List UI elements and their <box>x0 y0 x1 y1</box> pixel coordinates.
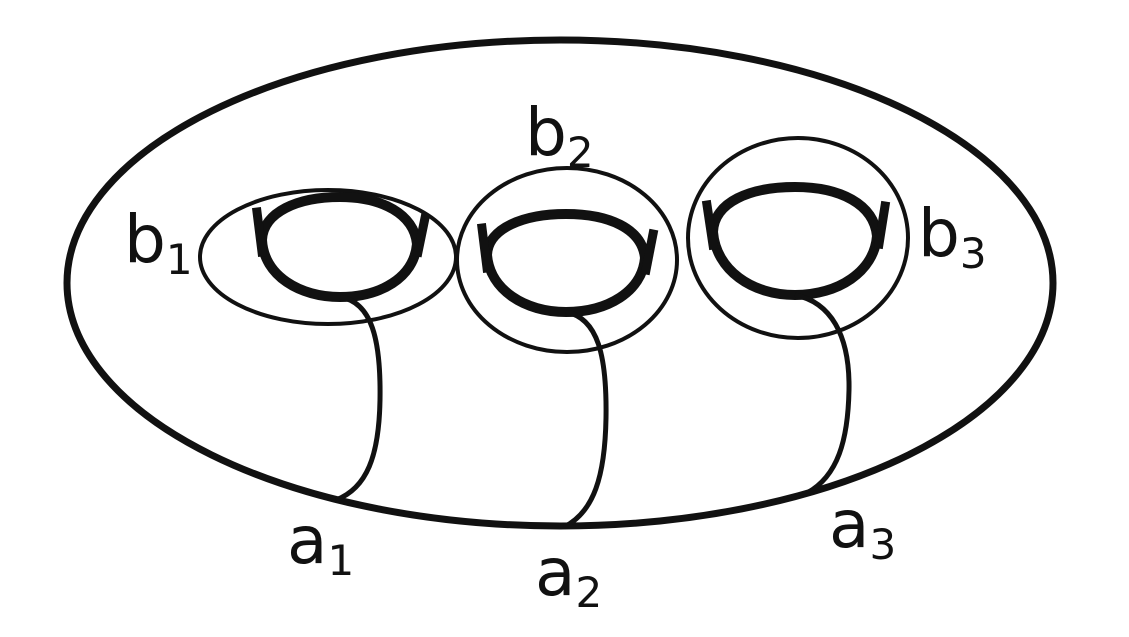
b3-cycle <box>686 136 910 340</box>
hole-2-ring <box>481 208 651 318</box>
hole-1-ring <box>256 191 423 303</box>
hole-2-right-tick <box>640 228 659 276</box>
label-a3: a3 <box>829 486 896 569</box>
hole-3-right-tick <box>873 200 891 250</box>
a3-cycle <box>794 292 852 496</box>
label-b2: b2 <box>525 94 594 177</box>
a2-cycle <box>562 309 609 530</box>
surface-outline <box>63 36 1057 530</box>
label-b1: b1 <box>124 201 193 284</box>
label-b3: b3 <box>918 195 987 278</box>
hole-3 <box>701 181 891 301</box>
label-a2: a2 <box>535 534 602 617</box>
hole-3-left-tick <box>701 199 719 251</box>
hole-1 <box>251 191 431 303</box>
hole-2-left-tick <box>476 222 493 274</box>
label-a1: a1 <box>287 502 354 585</box>
hole-3-ring <box>707 181 883 301</box>
a1-cycle <box>335 294 383 503</box>
hole-1-left-tick <box>251 206 268 258</box>
b2-cycle <box>455 166 679 354</box>
hole-2 <box>476 208 659 318</box>
hole-1-right-tick <box>412 212 431 258</box>
